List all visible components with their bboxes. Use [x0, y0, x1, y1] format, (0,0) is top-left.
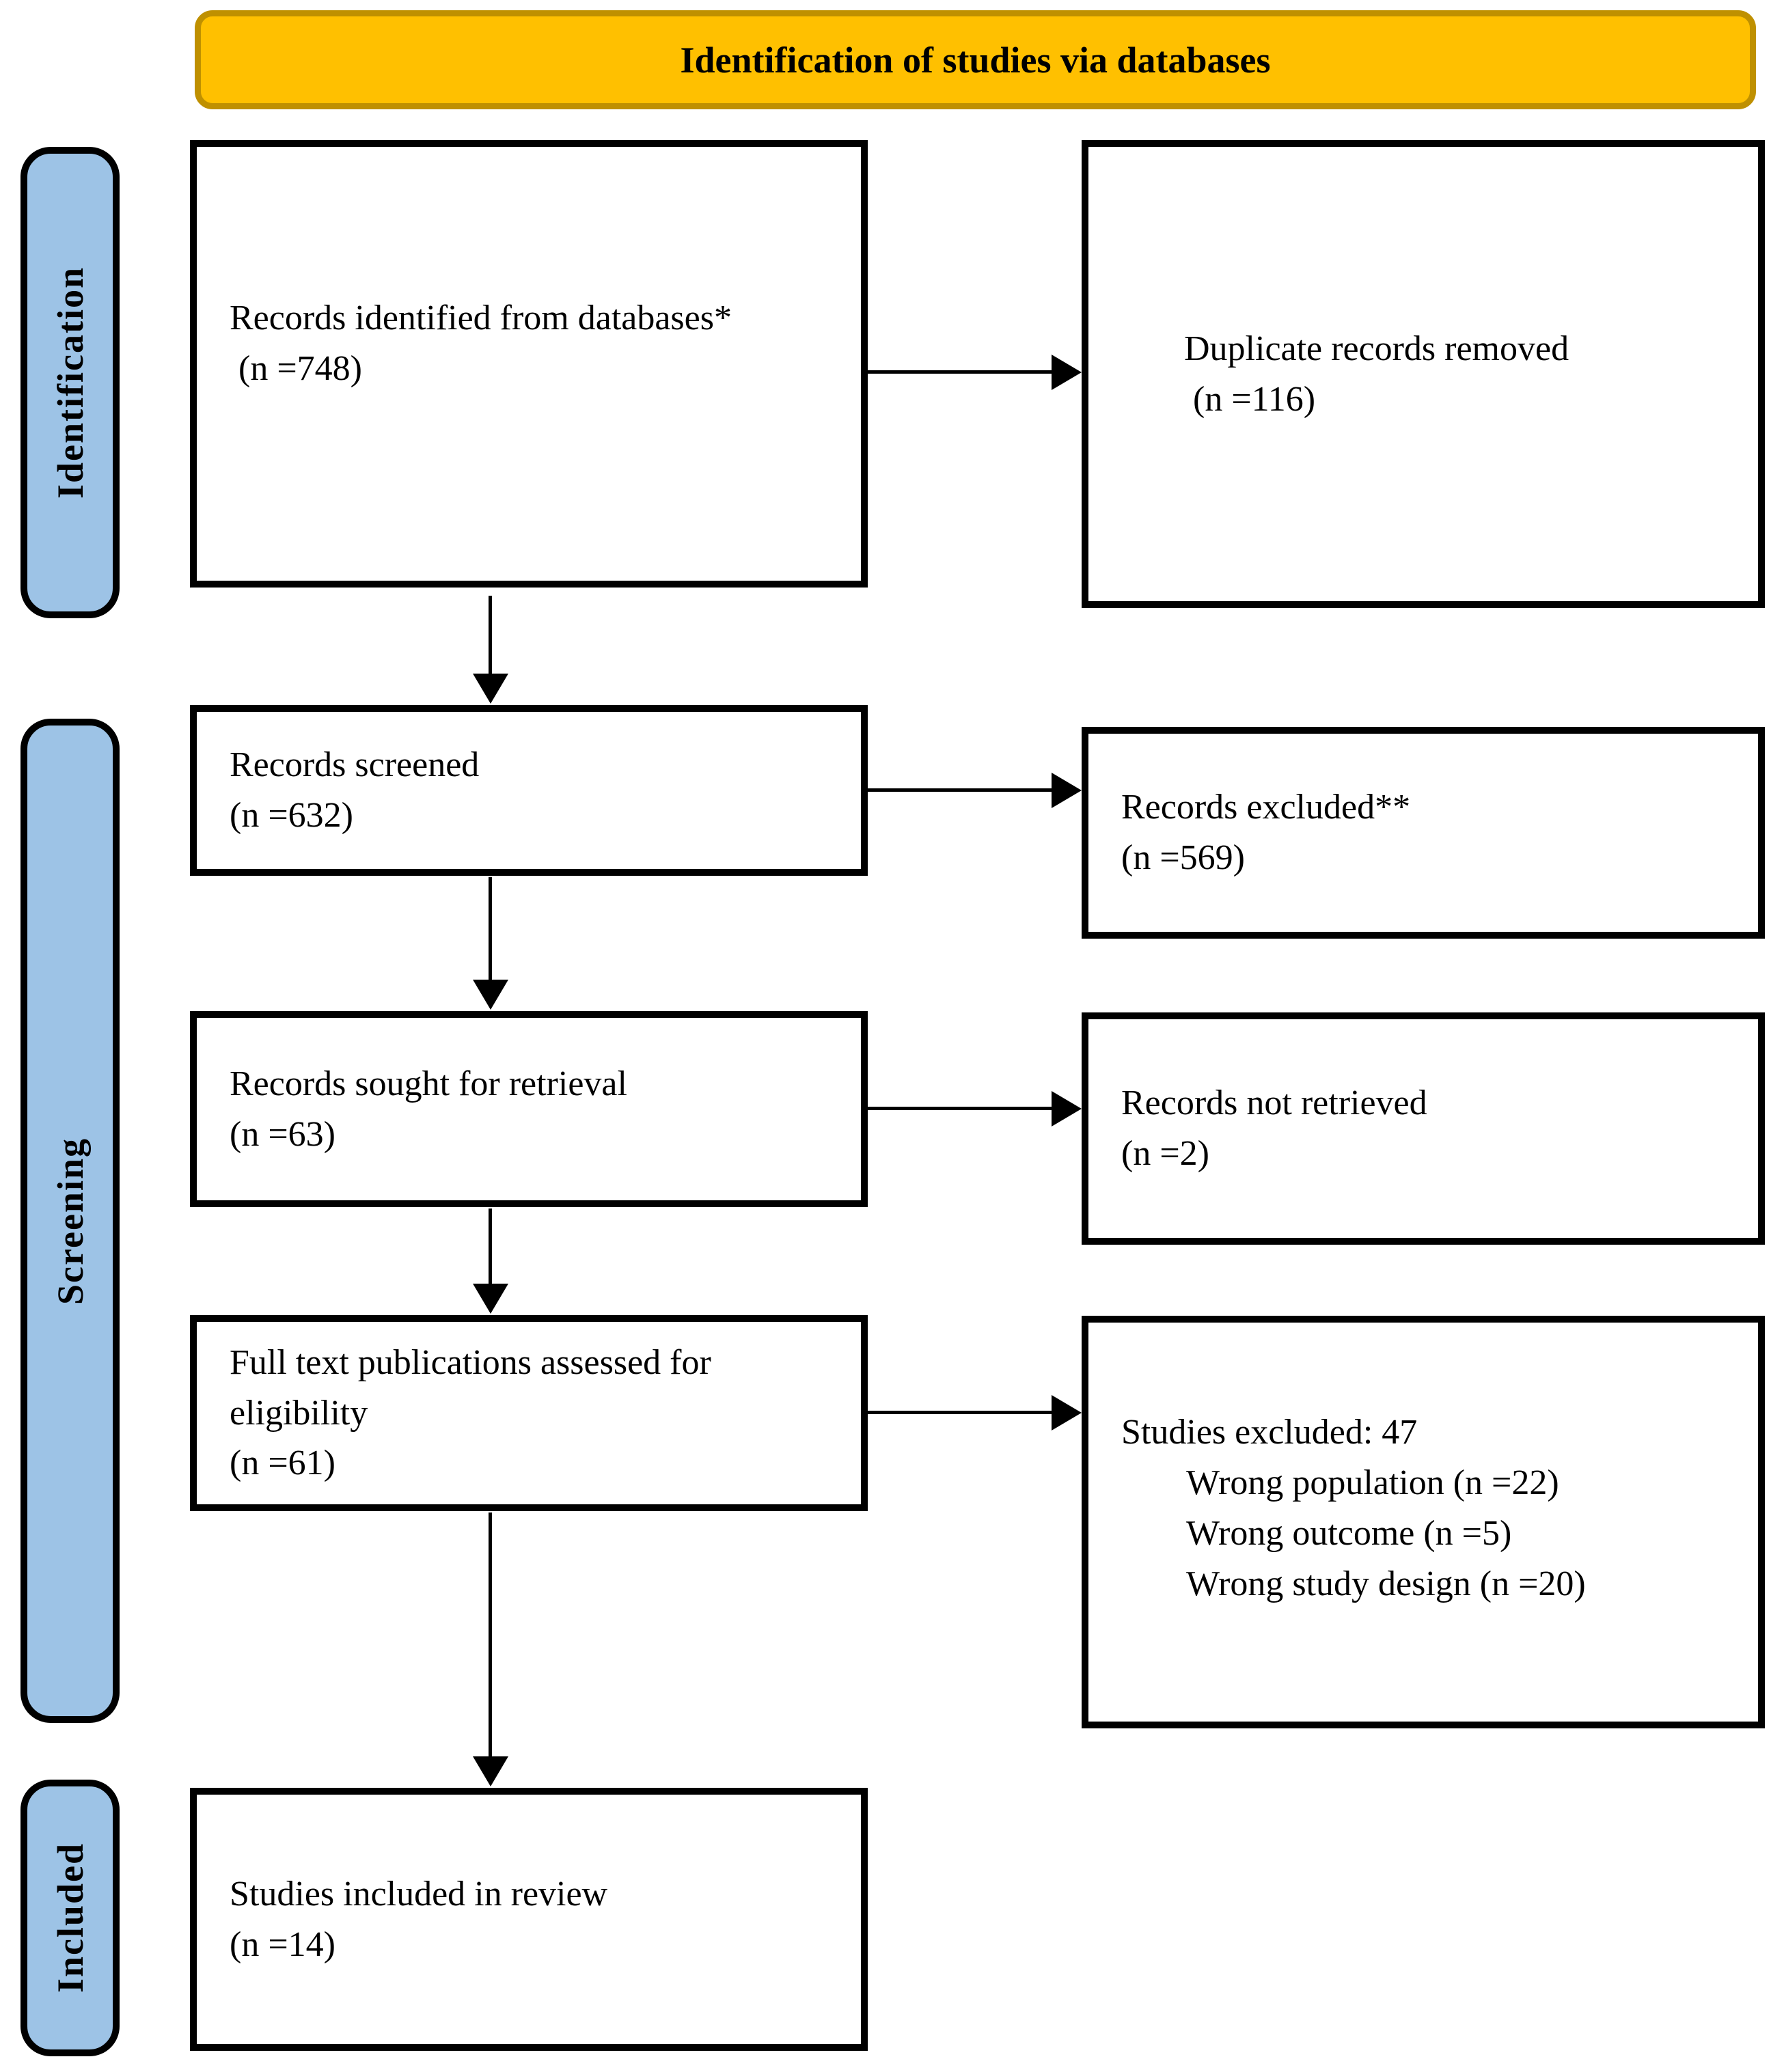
records-not-retrieved-line1: Records not retrieved	[1121, 1083, 1427, 1123]
studies-excluded-reason-design: Wrong study design (n =20)	[1186, 1564, 1586, 1603]
records-identified-count: (n =748)	[230, 348, 362, 388]
stage-identification-label: Identification	[49, 266, 91, 499]
stage-screening: Screening	[20, 719, 120, 1723]
box-records-not-retrieved: Records not retrieved (n =2)	[1082, 1012, 1765, 1245]
arrow-fulltext-to-studies-excluded	[868, 1411, 1052, 1414]
records-screened-count: (n =632)	[230, 796, 353, 835]
arrow-screened-to-sought	[489, 877, 492, 980]
banner-identification-of-studies: Identification of studies via databases	[195, 10, 1756, 109]
box-studies-included: Studies included in review (n =14)	[190, 1788, 868, 2051]
box-duplicates-removed: Duplicate records removed (n =116)	[1082, 140, 1765, 608]
stage-screening-label: Screening	[49, 1137, 91, 1305]
records-sought-count: (n =63)	[230, 1114, 335, 1154]
duplicates-removed-count: (n =116)	[1184, 379, 1316, 419]
arrow-sought-to-fulltext	[489, 1208, 492, 1284]
stage-included: Included	[20, 1780, 120, 2056]
fulltext-assessed-line2: eligibility	[230, 1393, 368, 1433]
studies-included-line1: Studies included in review	[230, 1874, 608, 1914]
box-records-identified: Records identified from databases* (n =7…	[190, 140, 868, 588]
studies-excluded-title: Studies excluded: 47	[1121, 1413, 1418, 1452]
box-records-screened: Records screened (n =632)	[190, 705, 868, 876]
stage-identification: Identification	[20, 147, 120, 618]
duplicates-removed-line1: Duplicate records removed	[1184, 329, 1569, 368]
arrow-screened-to-excluded	[868, 788, 1052, 792]
records-excluded-line1: Records excluded**	[1121, 788, 1411, 827]
arrow-identified-to-duplicates	[868, 370, 1052, 374]
records-excluded-count: (n =569)	[1121, 838, 1245, 877]
arrow-fulltext-to-included	[489, 1512, 492, 1756]
stage-included-label: Included	[49, 1842, 91, 1993]
studies-excluded-reason-outcome: Wrong outcome (n =5)	[1186, 1514, 1512, 1553]
records-not-retrieved-count: (n =2)	[1121, 1134, 1209, 1173]
fulltext-assessed-count: (n =61)	[230, 1444, 335, 1483]
banner-title: Identification of studies via databases	[680, 39, 1271, 81]
studies-excluded-reason-population: Wrong population (n =22)	[1186, 1463, 1559, 1503]
arrow-identified-to-screened	[489, 596, 492, 674]
records-sought-line1: Records sought for retrieval	[230, 1064, 627, 1103]
arrow-sought-to-not-retrieved	[868, 1107, 1052, 1110]
fulltext-assessed-line1: Full text publications assessed for	[230, 1342, 711, 1382]
records-screened-line1: Records screened	[230, 745, 480, 785]
box-records-excluded: Records excluded** (n =569)	[1082, 727, 1765, 939]
box-fulltext-assessed: Full text publications assessed for elig…	[190, 1315, 868, 1511]
studies-included-count: (n =14)	[230, 1924, 335, 1964]
records-identified-line1: Records identified from databases*	[230, 298, 732, 337]
box-records-sought: Records sought for retrieval (n =63)	[190, 1011, 868, 1207]
box-studies-excluded: Studies excluded: 47 Wrong population (n…	[1082, 1316, 1765, 1728]
